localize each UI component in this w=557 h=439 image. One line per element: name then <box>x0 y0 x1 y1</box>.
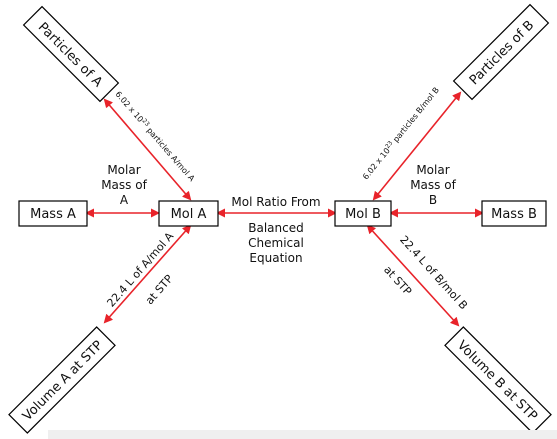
mol-b-label: Mol B <box>345 207 381 222</box>
volume-b-label: Volume B at STP <box>454 338 540 424</box>
volume-a-node: Volume A at STP <box>8 326 116 434</box>
mol-ratio-label: Mol Ratio From Balanced Chemical Equatio… <box>231 195 320 265</box>
volume-b-node: Volume B at STP <box>444 326 552 434</box>
volume-a-factor-line-2: at STP <box>143 272 176 307</box>
particles-a-factor-exp: 23 <box>141 118 151 128</box>
mol-ratio-line-3: Chemical <box>248 236 304 250</box>
arrows-group <box>85 91 484 327</box>
molar-mass-b-label: Molar Mass of B <box>410 163 456 207</box>
mol-a-label: Mol A <box>171 207 207 222</box>
arrow-volume-a-mol-a <box>103 224 192 324</box>
mass-a-node: Mass A <box>18 200 88 227</box>
mol-a-node: Mol A <box>158 200 219 227</box>
particles-a-factor-coef: 6.02 x 10 <box>113 90 145 124</box>
molar-mass-a-line-3: A <box>120 193 129 207</box>
volume-a-label: Volume A at STP <box>20 338 106 424</box>
arrow-volume-b-mol-b <box>366 224 460 327</box>
volume-b-factor-line-1: 22.4 L of B/mol B <box>397 233 470 312</box>
mol-ratio-line-1: Mol Ratio From <box>231 195 320 209</box>
volume-b-factor-line-2: at STP <box>381 263 414 298</box>
arrow-particles-b-mol-b <box>372 91 462 201</box>
particles-b-factor-coef: 6.02 x 10 <box>361 146 392 181</box>
particles-b-factor-unit: particles B/mol B <box>390 86 441 147</box>
molar-mass-a-line-2: Mass of <box>101 178 147 192</box>
particles-b-node: Particles of B <box>452 3 550 101</box>
particles-a-node: Particles of A <box>22 5 120 103</box>
bottom-strip <box>48 430 557 439</box>
mol-b-node: Mol B <box>334 200 392 227</box>
mol-ratio-line-4: Equation <box>249 251 302 265</box>
mass-b-label: Mass B <box>491 207 537 222</box>
particles-b-label: Particles of B <box>467 18 537 88</box>
particles-b-factor-exp: 23 <box>384 140 394 150</box>
mass-a-label: Mass A <box>30 207 76 222</box>
arrow-particles-a-mol-a <box>103 98 192 201</box>
volume-a-factor-line-1: 22.4 L of A/mol A <box>104 229 176 309</box>
particles-a-label: Particles of A <box>35 20 105 90</box>
molar-mass-b-line-3: B <box>429 193 437 207</box>
mol-ratio-line-2: Balanced <box>248 221 303 235</box>
molar-mass-b-line-1: Molar <box>416 163 449 177</box>
molar-mass-a-label: Molar Mass of A <box>101 163 147 207</box>
mass-b-node: Mass B <box>481 200 547 227</box>
molar-mass-b-line-2: Mass of <box>410 178 456 192</box>
molar-mass-a-line-1: Molar <box>107 163 140 177</box>
